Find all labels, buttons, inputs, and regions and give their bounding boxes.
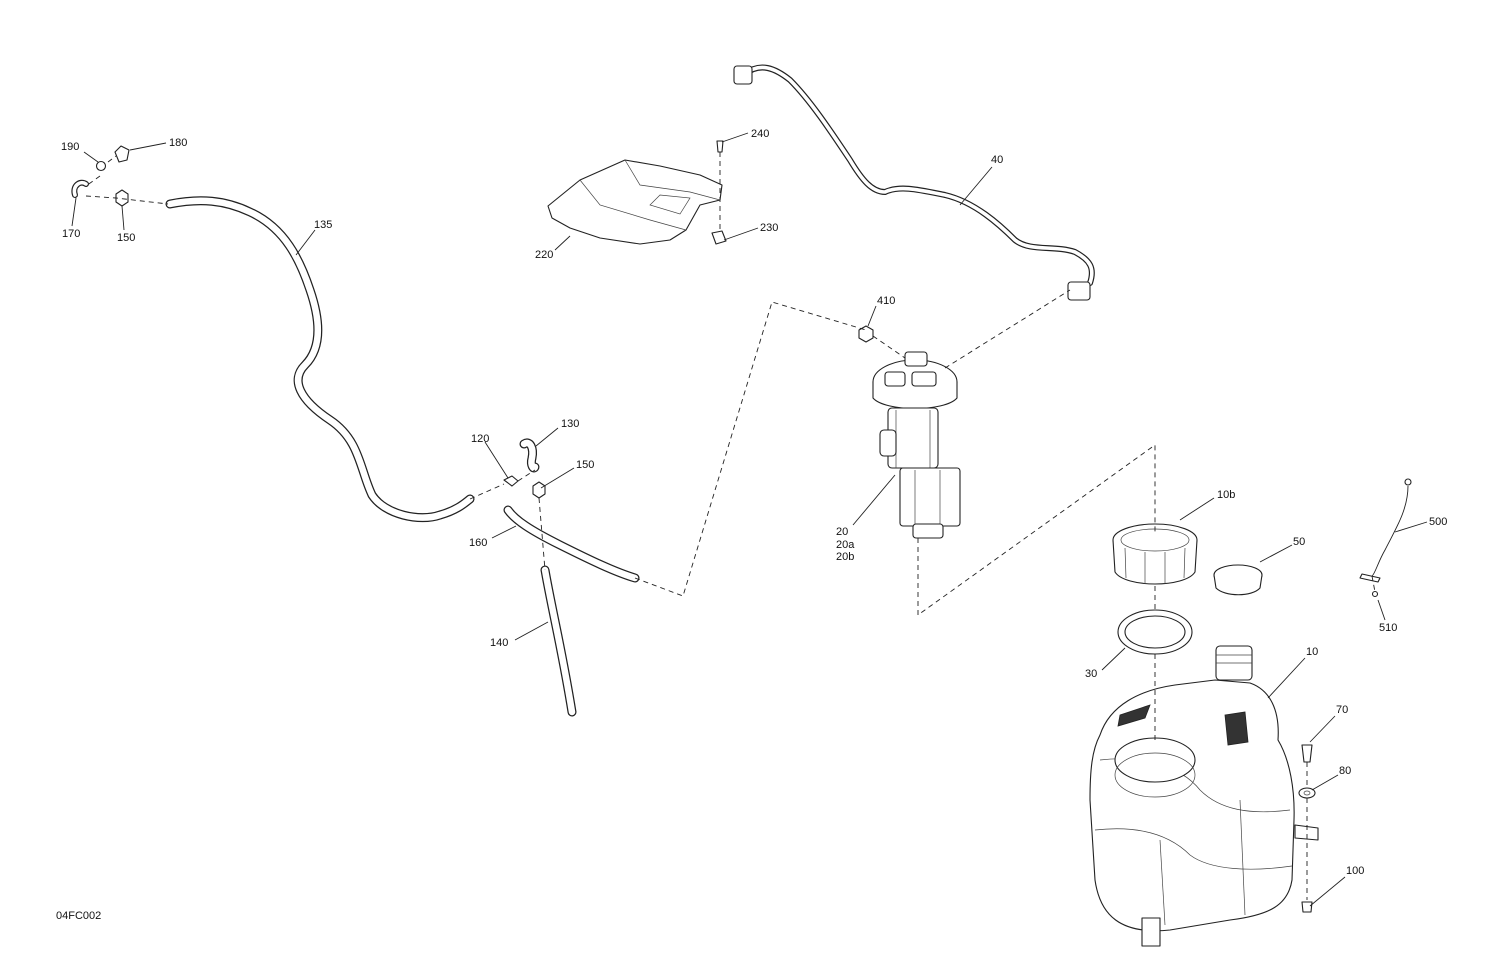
callout-135: 135 (314, 219, 333, 231)
callout-190: 190 (61, 141, 80, 153)
drawing-code: 04FC002 (56, 910, 102, 922)
callout-410: 410 (877, 295, 896, 307)
small-fittings-group (71, 145, 874, 499)
callout-20a: 20a (836, 539, 855, 551)
callout-20: 20 (836, 526, 849, 538)
callout-50: 50 (1293, 536, 1306, 548)
callout-510: 510 (1379, 622, 1398, 634)
callout-150-upper: 150 (117, 232, 136, 244)
callout-80: 80 (1339, 765, 1352, 777)
clip-190-icon (95, 160, 107, 172)
clip-410-icon (858, 325, 874, 343)
vent-hose-135 (165, 196, 475, 523)
bolt-70-icon (1301, 744, 1313, 763)
bolt-240-icon (716, 140, 724, 153)
callout-230: 230 (760, 222, 779, 234)
callout-500: 500 (1429, 516, 1448, 528)
fitting-180-icon (114, 145, 130, 163)
callout-10: 10 (1306, 646, 1319, 658)
gasket-30 (1117, 609, 1193, 655)
callout-40: 40 (991, 154, 1004, 166)
callout-120: 120 (471, 433, 490, 445)
hose-140 (540, 565, 577, 717)
callout-220: 220 (535, 249, 554, 261)
fuel-line-40 (733, 64, 1095, 301)
fasteners-group (1298, 744, 1316, 913)
lock-ring-10b (1112, 523, 1198, 585)
fuel-cap-50 (1213, 564, 1263, 596)
callout-150-lower: 150 (576, 459, 595, 471)
hose-160 (503, 505, 640, 583)
callout-10b: 10b (1217, 489, 1236, 501)
clip-230-icon (711, 230, 727, 245)
fuel-pump-20 (872, 351, 961, 539)
callout-160: 160 (469, 537, 488, 549)
callout-130: 130 (561, 418, 580, 430)
assembly-lines (85, 152, 1376, 900)
callout-30: 30 (1085, 668, 1098, 680)
heat-shield-220 (547, 140, 727, 245)
callout-70: 70 (1336, 704, 1349, 716)
callout-100: 100 (1346, 865, 1365, 877)
valve-150-top-icon (115, 189, 129, 207)
sensor-500 (1359, 478, 1412, 598)
bolt-100-icon (1301, 901, 1313, 913)
elbow-130 (519, 438, 540, 473)
connector-bottom-icon (1067, 281, 1091, 301)
valve-150-bottom-icon (532, 481, 546, 499)
connector-top-icon (733, 65, 753, 85)
callout-140: 140 (490, 637, 509, 649)
leader-lines (71, 132, 1428, 907)
callout-170: 170 (62, 228, 81, 240)
fitting-120-icon (503, 475, 519, 487)
clip-510-icon (1371, 590, 1379, 598)
callout-180: 180 (169, 137, 188, 149)
fuel-tank-10 (1089, 645, 1319, 947)
callout-240: 240 (751, 128, 770, 140)
callout-20b: 20b (836, 551, 855, 563)
